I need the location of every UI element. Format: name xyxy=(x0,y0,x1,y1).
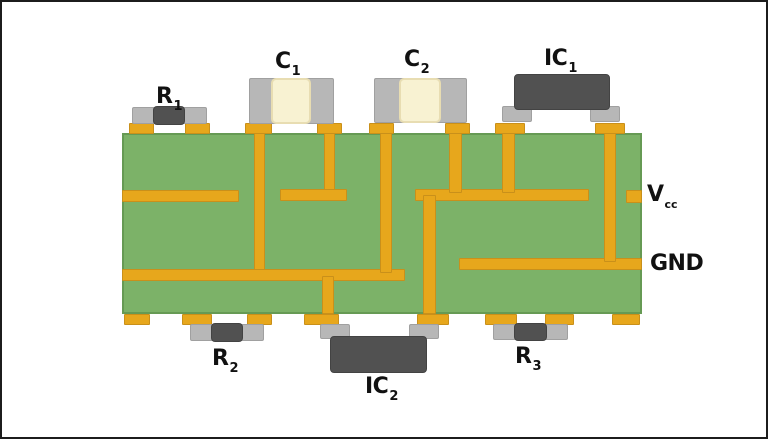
trace-ic1-left-vertical xyxy=(502,133,515,193)
pad-top-c2-left xyxy=(369,123,394,134)
label-r1: R1 xyxy=(156,84,183,115)
trace-left-horizontal xyxy=(122,190,239,202)
trace-ic1-right-vertical xyxy=(604,133,616,262)
trace-c2-right-vertical xyxy=(449,133,462,193)
pad-top-ic1-left xyxy=(495,123,525,134)
ic1-body xyxy=(514,74,610,110)
trace-ic2-right-vertical xyxy=(423,195,436,314)
label-gnd: GND xyxy=(650,251,704,276)
pad-bottom-corner-left xyxy=(124,314,150,325)
label-c2: C2 xyxy=(404,47,430,78)
resistor-r2-element xyxy=(211,323,243,342)
pad-top-c2-right xyxy=(445,123,470,134)
trace-mid-horizontal xyxy=(122,269,405,281)
resistor-r3-element xyxy=(514,323,547,341)
label-c1: C1 xyxy=(275,49,301,80)
label-ic1: IC1 xyxy=(544,46,578,77)
trace-c1-right-vertical xyxy=(324,133,335,195)
trace-ic2-left-vertical xyxy=(322,276,334,314)
label-ic2: IC2 xyxy=(365,374,399,405)
ic2-body xyxy=(330,336,427,373)
pad-top-c1-right xyxy=(317,123,342,134)
label-r2: R2 xyxy=(212,346,239,377)
label-vcc: Vcc xyxy=(647,182,678,212)
trace-gnd-horizontal xyxy=(459,258,642,270)
pad-top-ic1-right xyxy=(595,123,625,134)
label-r3: R3 xyxy=(515,344,542,375)
capacitor-c2-dielectric xyxy=(399,78,441,123)
trace-c1-left-vertical xyxy=(254,133,265,281)
pad-top-c1-left xyxy=(245,123,272,134)
resistor-r1-element xyxy=(153,106,185,125)
pad-top-r1-left xyxy=(129,123,154,134)
trace-vcc-stub xyxy=(626,190,642,203)
capacitor-c1-dielectric xyxy=(271,78,311,124)
trace-c2-left-vertical xyxy=(380,133,392,273)
trace-c1-right-tbar xyxy=(280,189,347,201)
pad-top-r1-right xyxy=(185,123,210,134)
pad-bottom-corner-right xyxy=(612,314,640,325)
